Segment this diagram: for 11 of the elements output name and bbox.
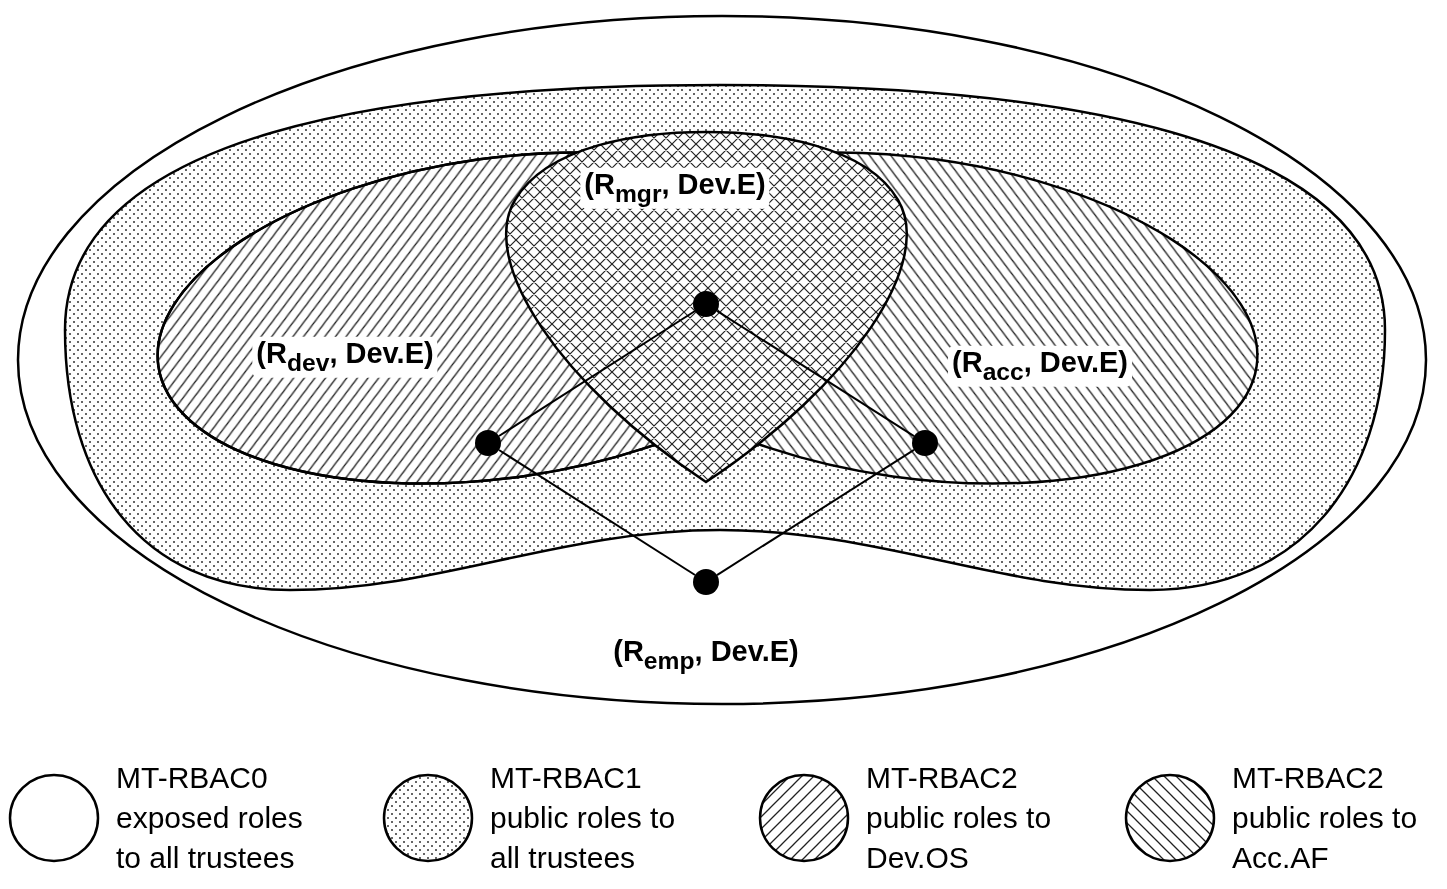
role-label: (R$_{dev}$, Dev.E) — [252, 336, 438, 378]
legend-text: MT-RBAC2 public roles to Dev.OS — [866, 760, 1053, 876]
connector-line — [497, 310, 697, 437]
role-label: (R$_{acc}$, Dev.E) — [948, 345, 1132, 387]
legend-text: MT-RBAC2 public roles to Acc.AF — [1232, 760, 1419, 876]
connector-line — [716, 448, 915, 577]
connector-line — [716, 309, 915, 438]
legend-text: MT-RBAC1 public roles to all trustees — [490, 760, 677, 876]
connector-line — [497, 449, 697, 576]
legend-text: MT-RBAC0 exposed roles to all trustees — [116, 760, 304, 876]
role-label: (R$_{mgr}$, Dev.E) — [580, 167, 770, 209]
